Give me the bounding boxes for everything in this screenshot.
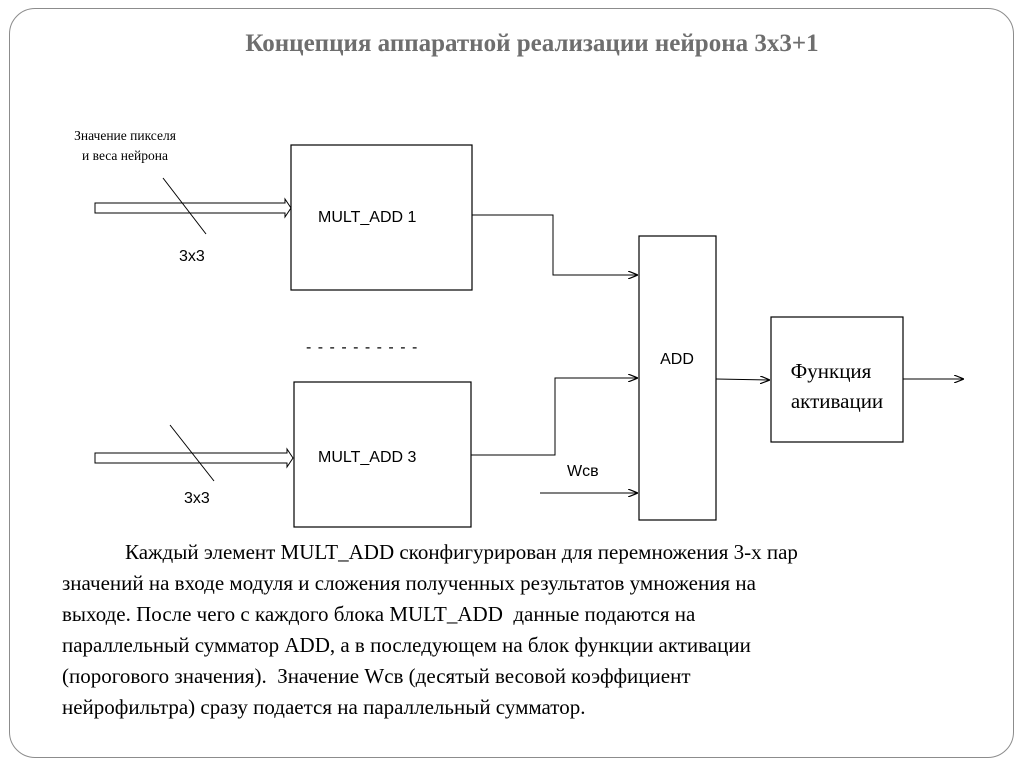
- description-line: (порогового значения). Значение Wсв (дес…: [62, 664, 691, 688]
- bus-width-top-label: 3х3: [179, 248, 205, 265]
- slide-title: Концепция аппаратной реализации нейрона …: [245, 30, 819, 57]
- bus-width-bottom-label: 3х3: [184, 490, 210, 507]
- input-bus-arrow-top: [94, 197, 292, 219]
- connector-mult-add-3-to-add: [471, 378, 637, 456]
- mult-add-3-block: [293, 381, 472, 528]
- description-line: значений на входе модуля и сложения полу…: [62, 571, 756, 595]
- description-line: нейрофильтра) сразу подается на параллел…: [62, 695, 586, 719]
- description-line: параллельный сумматор ADD, а в последующ…: [62, 633, 751, 657]
- bus-slash-top: [162, 177, 207, 235]
- connector-add-to-activation: [715, 379, 769, 380]
- connector-mult-add-1-to-add: [472, 214, 637, 275]
- input-bus-arrow-bottom: [94, 447, 294, 469]
- description-line: выходе. После чего с каждого блока MULT_…: [62, 602, 696, 626]
- description-line: Каждый элемент MULT_ADD сконфигурирован …: [62, 540, 798, 564]
- bias-label: Wсв: [567, 463, 599, 480]
- bus-slash-bottom: [169, 424, 215, 482]
- blocks-ellipsis: - - - - - - - - - -: [306, 339, 418, 356]
- input-label-line1: Значение пикселя: [74, 128, 176, 143]
- activation-label-line2: активации: [791, 389, 883, 413]
- description-paragraph: Каждый элемент MULT_ADD сконфигурирован …: [62, 537, 1002, 723]
- activation-function-block: [770, 316, 904, 443]
- mult-add-1-label: MULT_ADD 1: [318, 209, 416, 226]
- adder-label: ADD: [660, 351, 694, 368]
- mult-add-3-label: MULT_ADD 3: [318, 449, 416, 466]
- adder-block: [638, 235, 717, 521]
- mult-add-1-block: [290, 144, 473, 291]
- input-label-line2: и веса нейрона: [82, 148, 168, 163]
- activation-label-line1: Функция: [791, 359, 872, 383]
